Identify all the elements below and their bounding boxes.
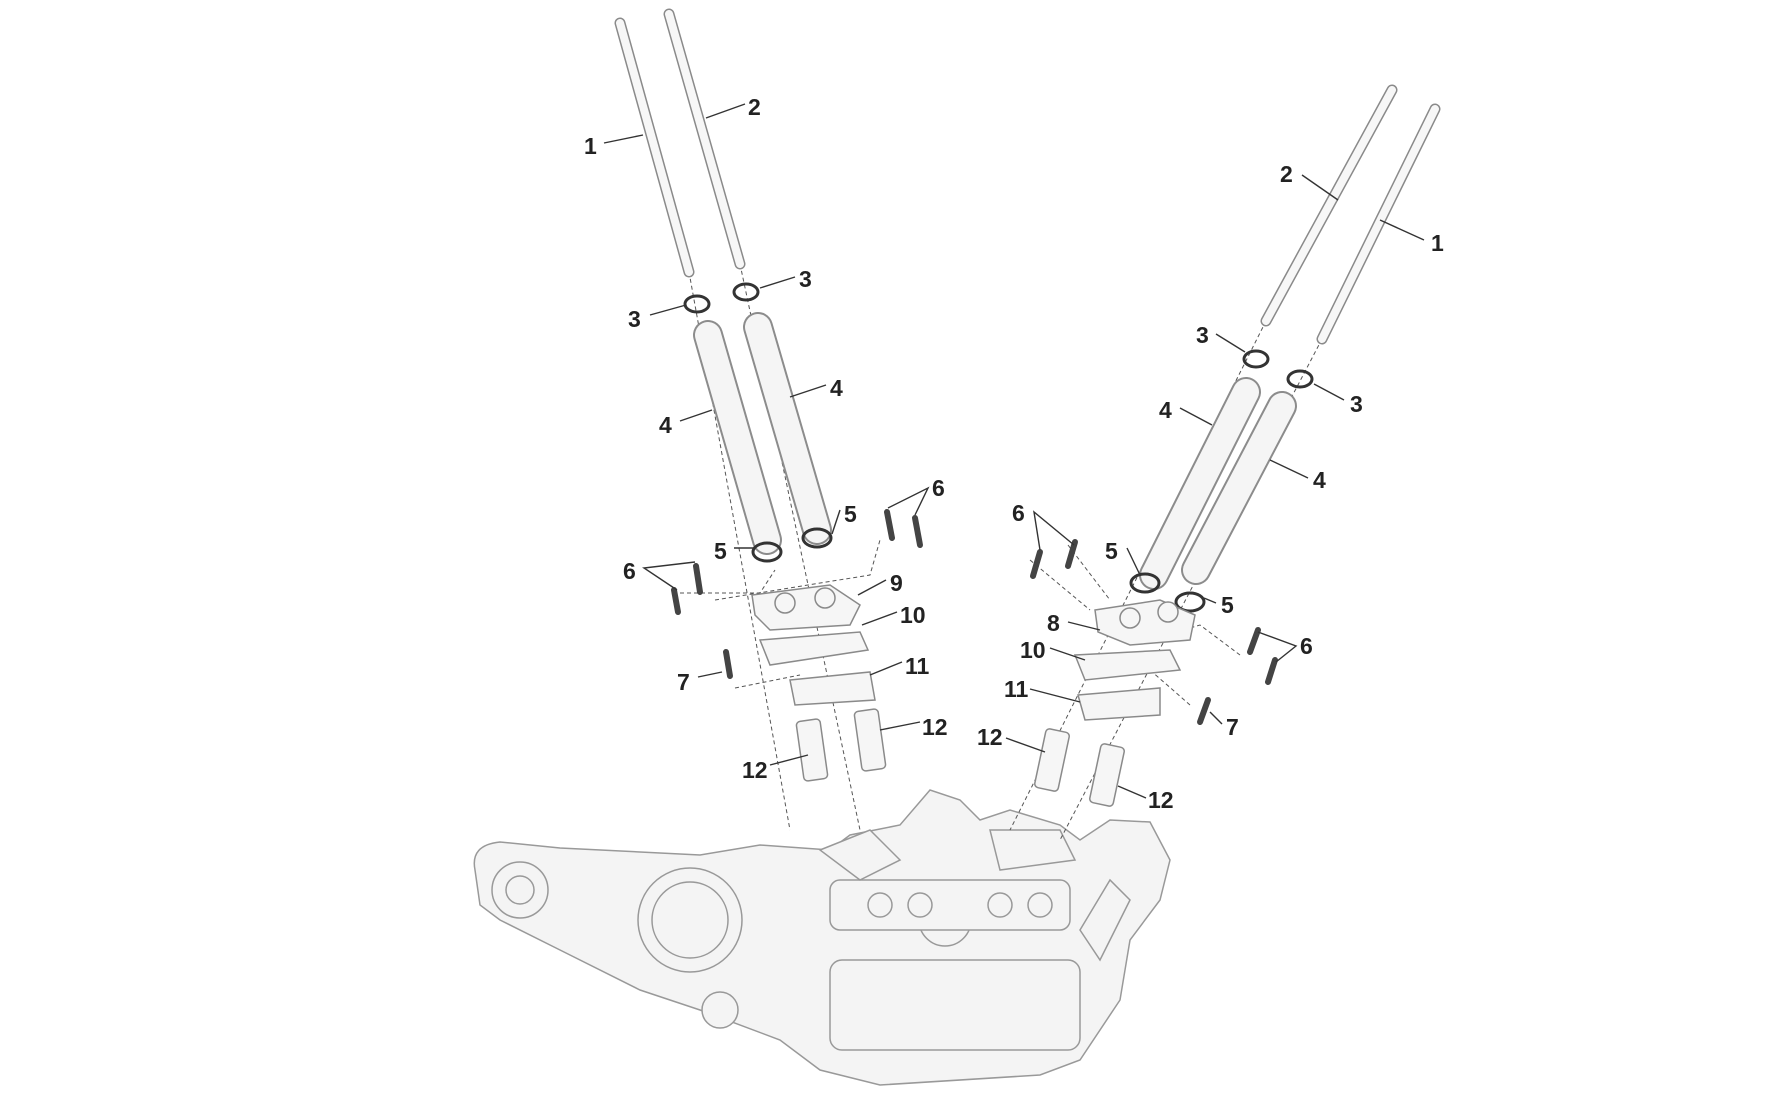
bolts	[671, 509, 1278, 725]
callout-12: 12	[742, 757, 768, 783]
callout-6: 6	[1012, 500, 1025, 526]
pushrod-tubes	[693, 312, 1297, 590]
callout-12: 12	[977, 724, 1003, 750]
callout-2: 2	[1280, 161, 1293, 187]
callout-4: 4	[1313, 467, 1326, 493]
left-tappet-stack	[751, 584, 887, 782]
right-tappet-stack	[1034, 599, 1196, 807]
right-callouts: 2 1 3 3 4 4 6 5 5 8 10 6 11 7 12 12	[977, 161, 1444, 813]
callout-5: 5	[714, 538, 727, 564]
pushrods	[614, 8, 1441, 345]
callout-1: 1	[584, 133, 597, 159]
o-rings-lower	[751, 527, 1206, 613]
callout-11: 11	[1004, 676, 1029, 702]
callout-10: 10	[900, 602, 926, 628]
callout-6: 6	[932, 475, 945, 501]
callout-12: 12	[1148, 787, 1174, 813]
callout-2: 2	[748, 94, 761, 120]
callout-4: 4	[830, 375, 843, 401]
callout-8: 8	[1047, 610, 1060, 636]
callout-3: 3	[628, 306, 641, 332]
callout-6: 6	[1300, 633, 1313, 659]
leader-lines	[603, 103, 1425, 799]
callout-5: 5	[1221, 592, 1234, 618]
callout-1: 1	[1431, 230, 1444, 256]
callout-3: 3	[799, 266, 812, 292]
callout-3: 3	[1196, 322, 1209, 348]
callout-11: 11	[905, 653, 930, 679]
o-rings-upper	[683, 282, 1314, 389]
callout-6: 6	[623, 558, 636, 584]
callout-4: 4	[1159, 397, 1172, 423]
callout-12: 12	[922, 714, 948, 740]
crankcase	[473, 789, 1171, 1086]
callout-7: 7	[677, 669, 690, 695]
callout-3: 3	[1350, 391, 1363, 417]
callout-5: 5	[844, 501, 857, 527]
left-callouts: 1 2 3 3 4 4 5 5 6 6 9 10 11 7 12 12	[584, 94, 948, 783]
callout-10: 10	[1020, 637, 1046, 663]
callout-4: 4	[659, 412, 672, 438]
callout-5: 5	[1105, 538, 1118, 564]
callout-7: 7	[1226, 714, 1239, 740]
callout-9: 9	[890, 570, 903, 596]
